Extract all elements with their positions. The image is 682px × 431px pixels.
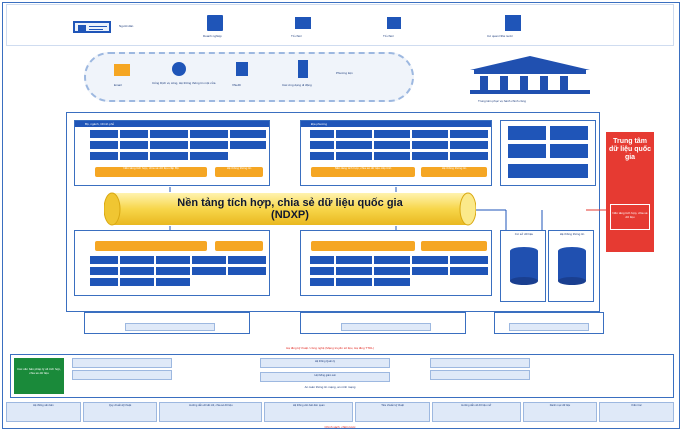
national-center-title: Trung tâm dữ liệu quốc gia [608,138,651,161]
actor-citizen-label: Người dân [119,24,134,28]
cloud-label: Phương tiện [336,71,353,75]
cloud-item-apps: Các ứng dụng di động [282,83,312,87]
footer-item-1: Hệ thống văn bản [6,402,81,422]
globe-icon [172,62,186,76]
top-row: Người dân Doanh nghiệp Tổ chức Tổ chức C… [6,4,674,46]
province-integration-bar: Nền tảng tích hợp, chia sẻ dữ liệu cấp t… [311,167,415,177]
right-lower-left: Cơ sở dữ liệu [500,230,546,302]
cloud-item-email: Email [114,83,122,87]
right-lower-left-label: Cơ sở dữ liệu [514,232,534,236]
ndxp-subtitle: (NDXP) [271,209,309,221]
ndxp-platform: Nền tảng tích hợp, chia sẻ dữ liệu quốc … [104,192,476,226]
bottom-box-2 [300,312,466,334]
mobile-icon [298,60,308,78]
government-building-icon [460,54,600,96]
footer-item-6: Hướng dẫn về dữ liệu mở [431,402,521,422]
actor-citizen [73,21,111,33]
province-system-bar: Hệ thống thông tin [421,167,487,177]
actor-business-icon [207,15,223,31]
footer-item-2: Quy chuẩn kỹ thuật [82,402,158,422]
province-block-lower [300,230,492,296]
ministry-system-bar: Hệ thống thông tin [215,167,263,177]
policy-line: Chính sách, chiến lược [324,425,356,429]
province-block-title: Địa phương [301,121,491,127]
bottom-box-1 [84,312,250,334]
legend-left: Các văn bản pháp lý về tích hợp, chia sẻ… [14,358,64,394]
legend-band [10,354,674,398]
footer-item-4: Hệ thống văn bản liên quan [264,402,354,422]
ministry-integration-bar: Nền tảng tích hợp, chia sẻ dữ liệu cấp B… [95,167,207,177]
national-center-sub: Nền tảng tích hợp, chia sẻ dữ liệu [610,204,650,230]
email-icon [114,64,130,76]
cloud-item-portal: Cổng Dịch vụ công, Hệ thống thông tin mộ… [152,81,216,85]
footer-row: Hệ thống văn bản Quy chuẩn kỹ thuật Hướn… [6,402,675,424]
legend-center2: Hệ thống giám sát [260,372,390,382]
ndxp-title: Nền tảng tích hợp, chia sẻ dữ liệu quốc … [177,197,403,209]
actor-state-label: Cơ quan Nhà nước [487,34,513,38]
actor-org2-label: Tổ chức [383,34,395,38]
actor-org2-icon [387,17,401,29]
footer-item-3: Hướng dẫn về kết nối, chia sẻ dữ liệu [159,402,263,422]
actor-business-label: Doanh nghiệp [203,34,222,38]
bottom-box-3 [494,312,604,334]
legend-center1: Hệ thống Quản lý [260,358,390,368]
footer-item-5: Tiêu chuẩn kỹ thuật [355,402,430,422]
province-block: Địa phương Nền tảng tích hợp, chia sẻ dữ… [300,120,492,186]
actor-state-icon [505,15,521,31]
ministry-block: Bộ, ngành, Chính phủ Nền tảng tích hợp, … [74,120,270,186]
right-lower-mid-label: Hệ thống thông tin [559,232,585,236]
right-top-block [500,120,596,186]
ministry-block-lower [74,230,270,296]
government-building-label: Trung tâm phục vụ hành chính công [478,99,526,103]
main-container [66,112,600,312]
actor-org-icon [295,17,311,29]
actor-org-label: Tổ chức [291,34,303,38]
right-lower-mid: Hệ thống thông tin [548,230,594,302]
national-data-center: Trung tâm dữ liệu quốc gia Nền tảng tích… [606,132,654,252]
ministry-block-title: Bộ, ngành, Chính phủ [75,121,269,127]
infrastructure-line: Hạ tầng kỹ thuật / công nghệ (Mạng truyề… [286,346,374,350]
footer-item-8: Kiến trúc [599,402,675,422]
footer-item-7: Danh mục dữ liệu [522,402,598,422]
legend-row-title: An toàn thông tin mạng, an ninh mạng [304,385,356,389]
cloud-item-vneid: VNeID [232,83,241,87]
vneid-icon [236,62,248,76]
channel-cloud: Email Cổng Dịch vụ công, Hệ thống thông … [84,52,414,102]
